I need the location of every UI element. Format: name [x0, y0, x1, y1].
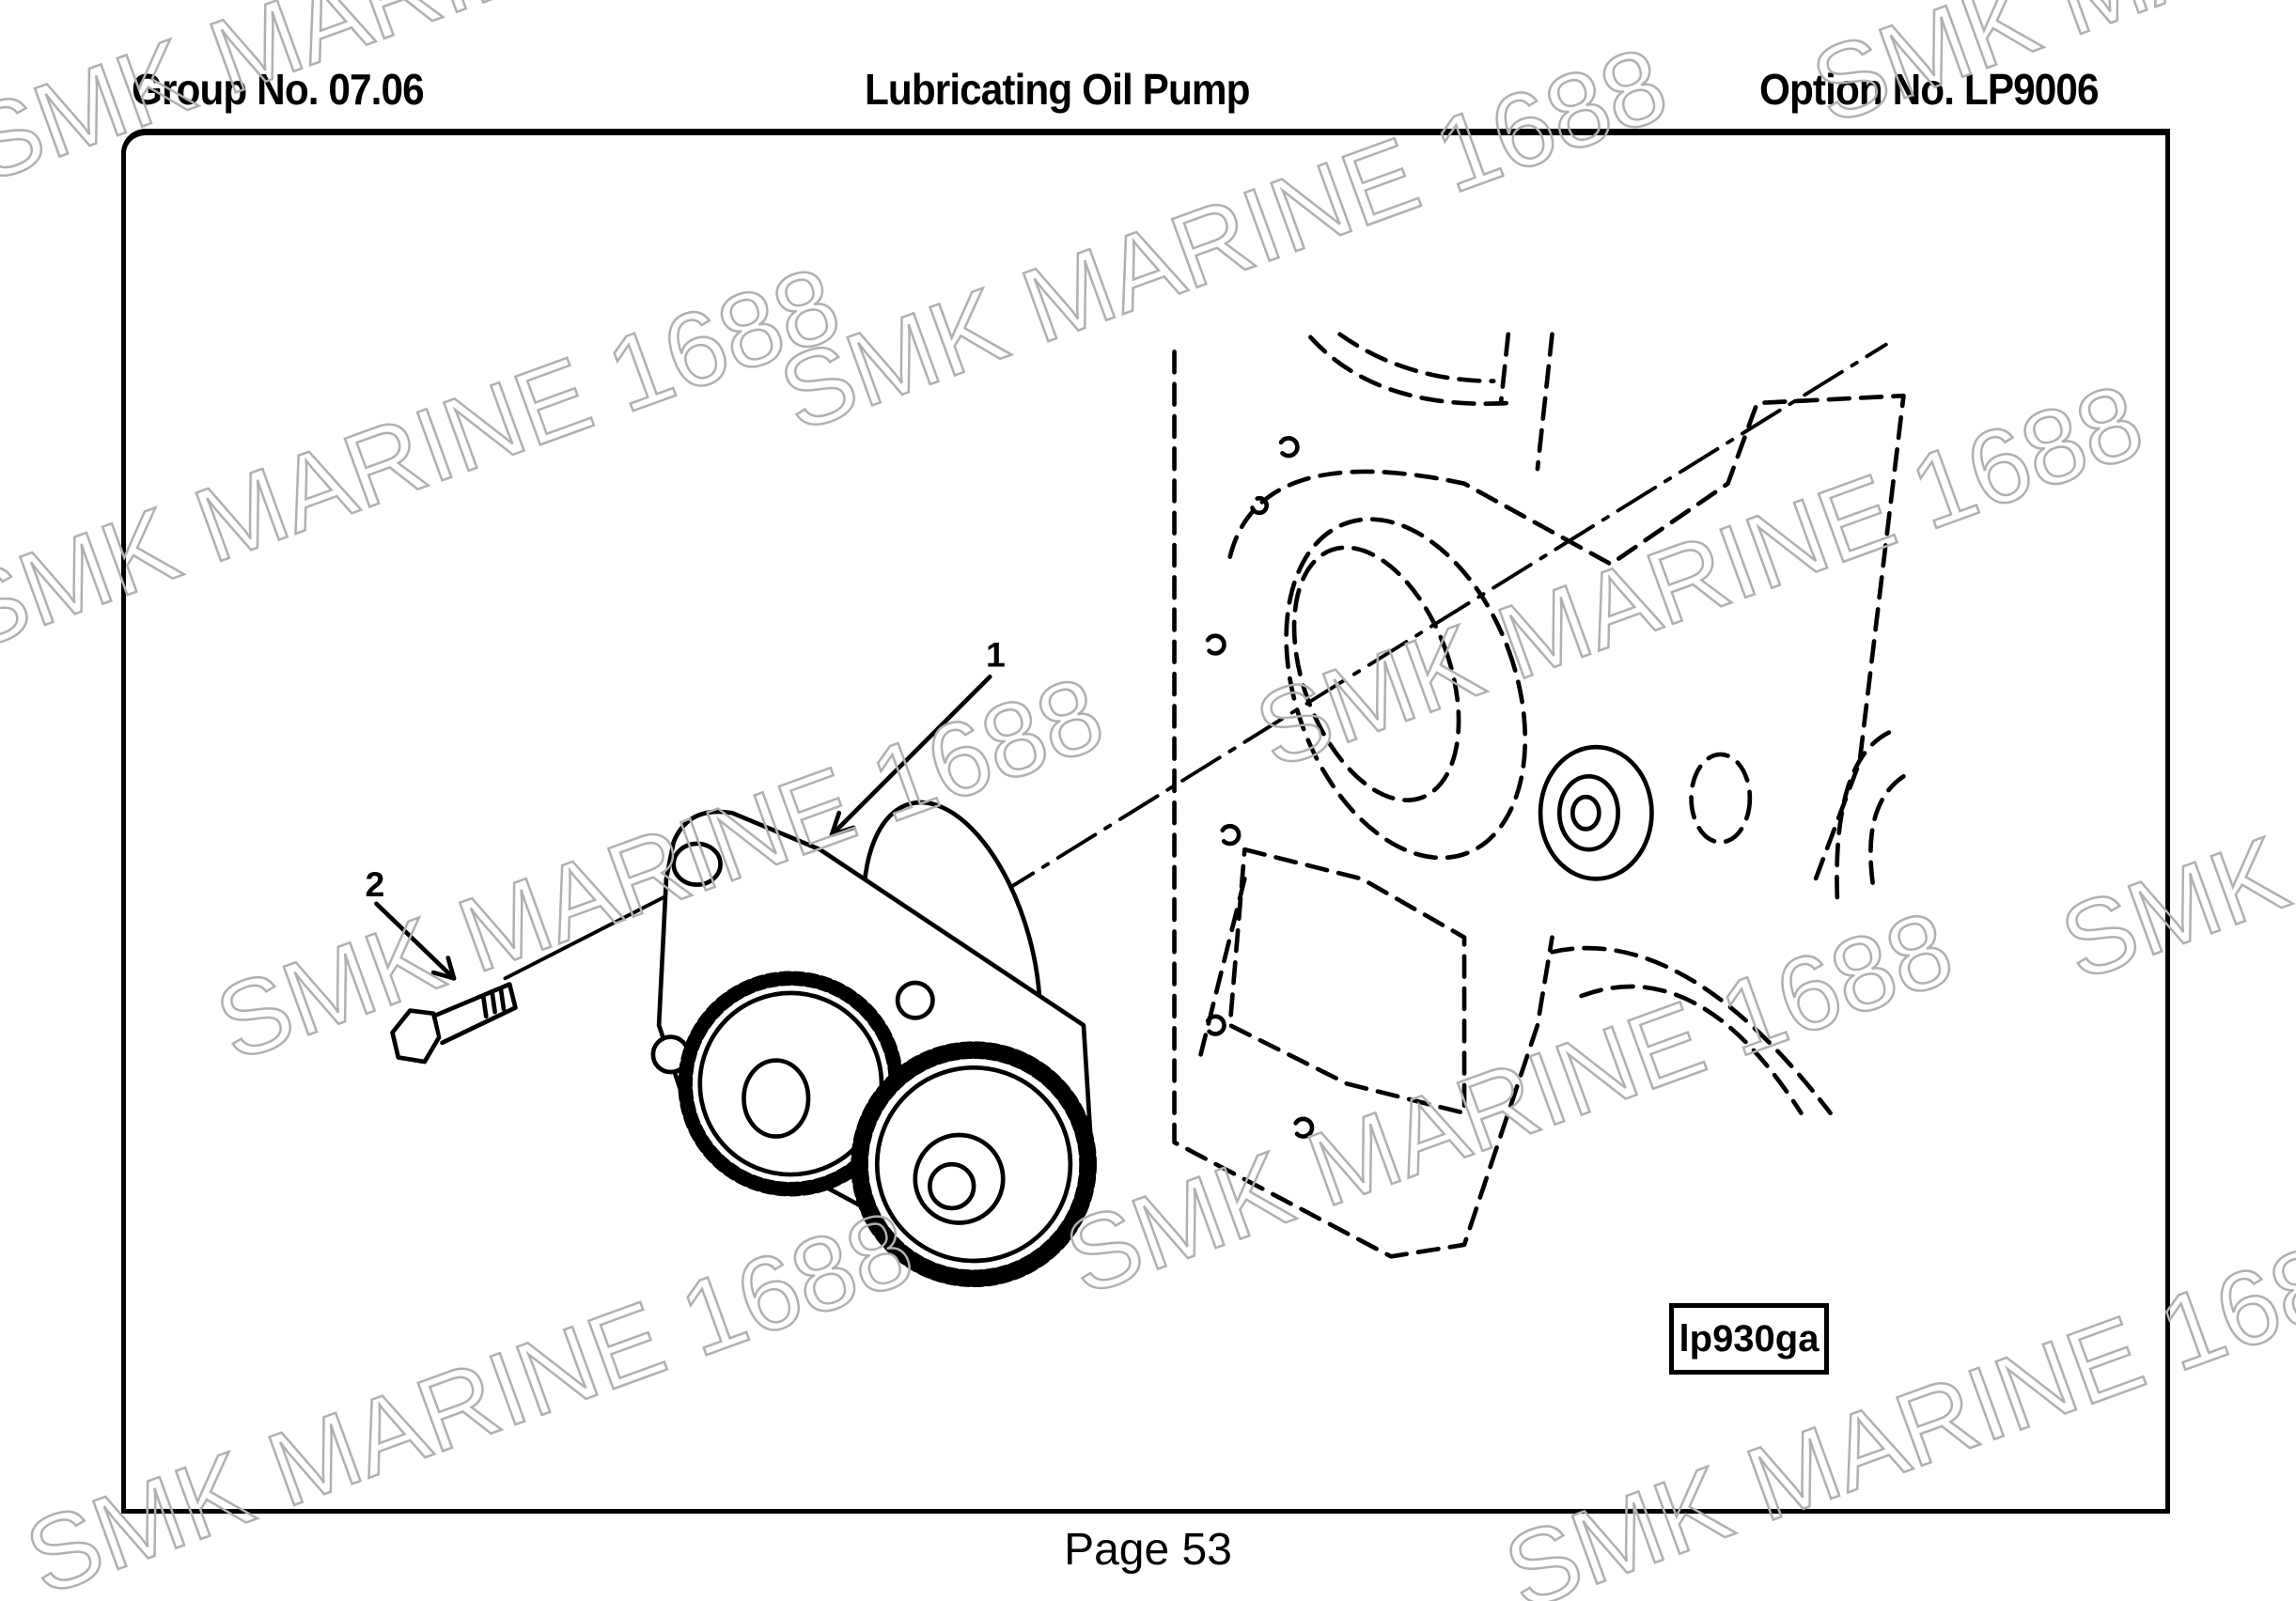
option-number: Option No. LP9006: [1759, 65, 2100, 114]
bolt-part-2: [390, 982, 518, 1065]
alignment-line: [993, 342, 1888, 898]
callout-2: 2: [365, 864, 384, 904]
crank-pulley: [1538, 744, 1654, 881]
callout-2-leader: [374, 901, 457, 981]
group-number: Group No. 07.06: [132, 65, 425, 114]
drive-gear: [851, 1041, 1097, 1288]
figure-label: lp930ga: [1669, 1303, 1829, 1375]
callout-1: 1: [986, 634, 1006, 674]
engine-block-outline: [1172, 332, 1906, 1259]
page-number: Page 53: [1064, 1525, 1232, 1575]
callout-1-leader: [829, 675, 992, 837]
figure-frame: [121, 129, 2170, 1514]
page-title: Lubricating Oil Pump: [865, 65, 1250, 114]
